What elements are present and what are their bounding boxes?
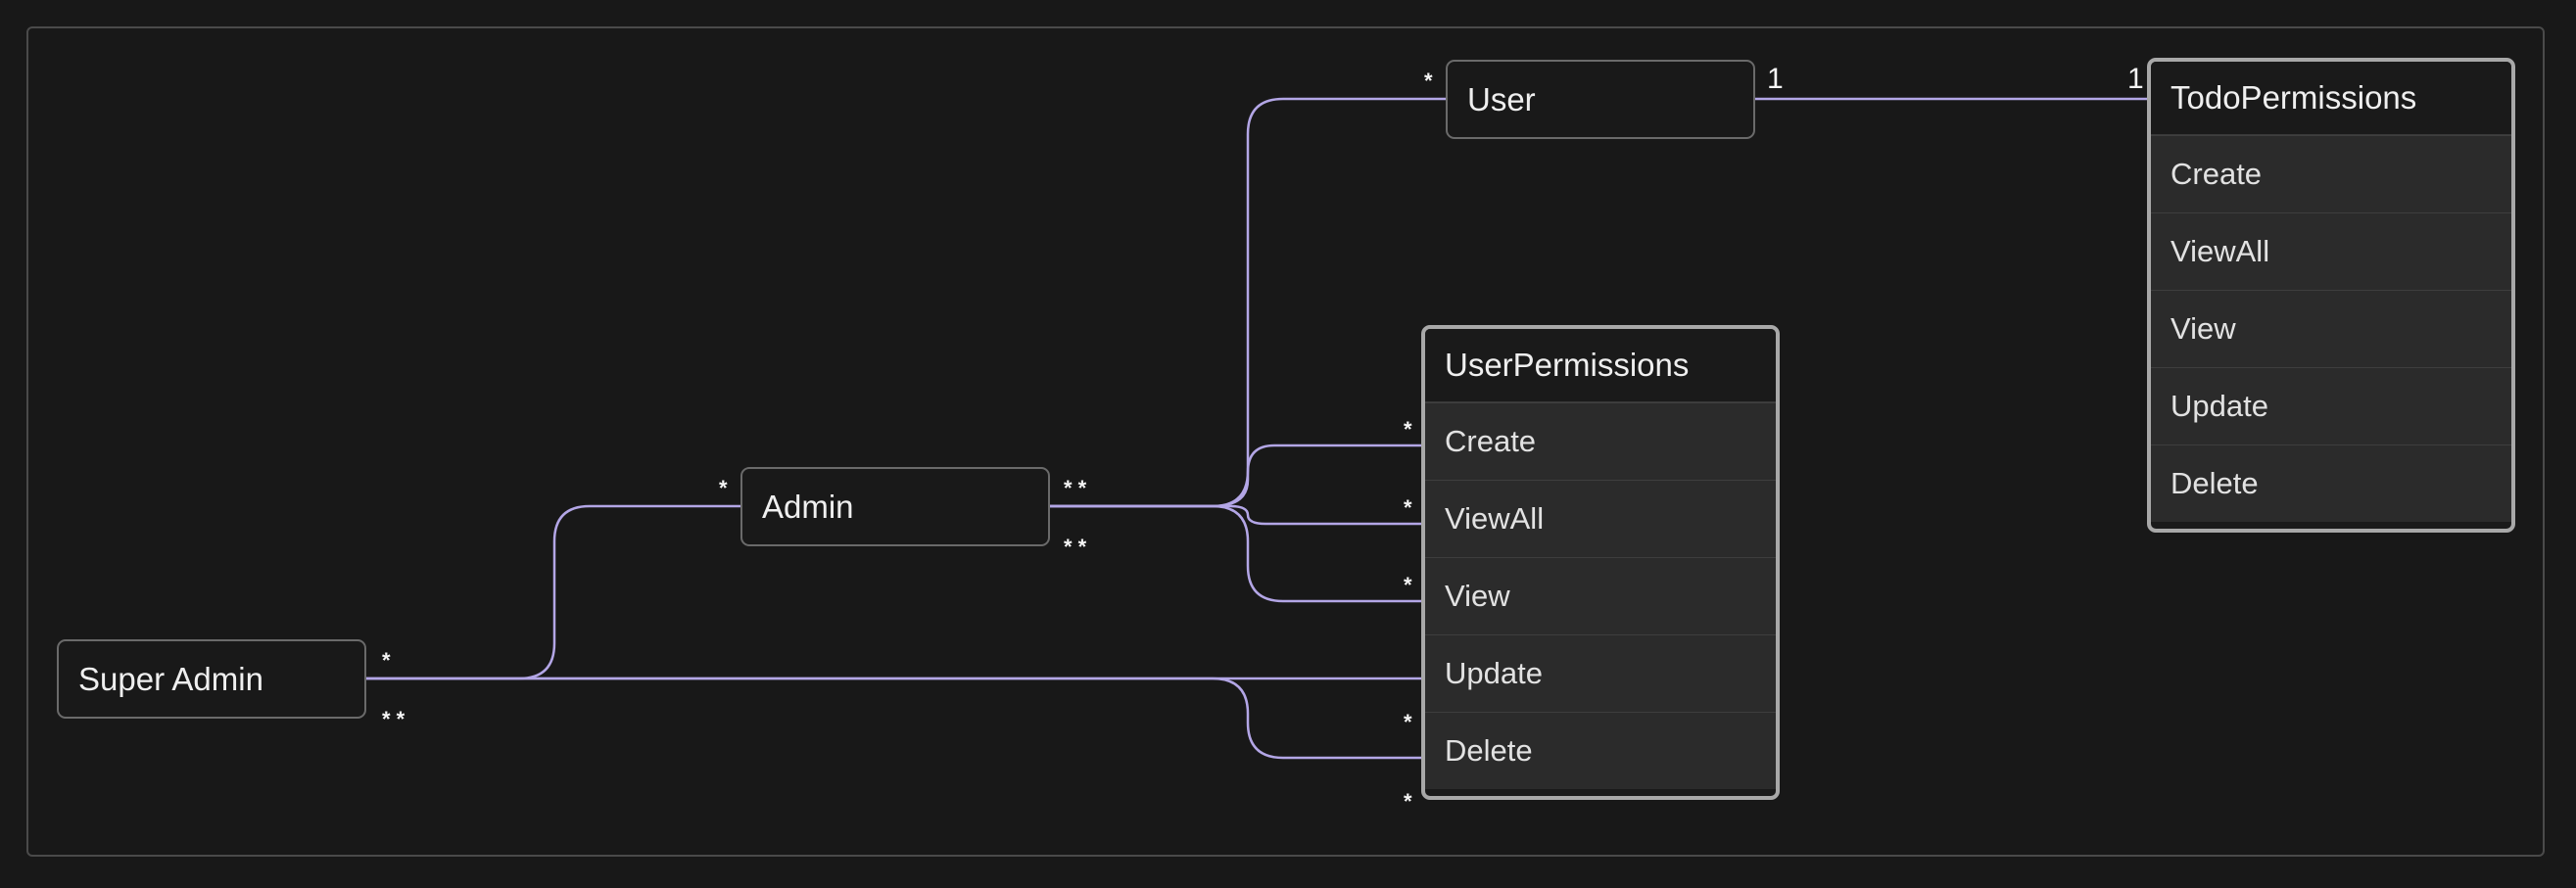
user-permissions-row-view[interactable]: View [1425, 557, 1776, 634]
mult-admin-pair-bottom: * * [1064, 535, 1087, 559]
node-user[interactable]: User [1446, 60, 1755, 139]
mult-user-source: 1 [1767, 63, 1784, 95]
node-super-admin-label: Super Admin [78, 660, 263, 697]
mult-viewall-target: * [1404, 495, 1412, 520]
user-permissions-row-delete[interactable]: Delete [1425, 712, 1776, 789]
todo-permissions-row-viewall[interactable]: ViewAll [2151, 212, 2511, 290]
table-todo-permissions-title: TodoPermissions [2151, 62, 2511, 135]
table-user-permissions[interactable]: UserPermissions Create ViewAll View Upda… [1421, 325, 1780, 800]
node-super-admin[interactable]: Super Admin [57, 639, 366, 719]
node-admin-label: Admin [762, 488, 854, 525]
node-user-label: User [1467, 80, 1536, 117]
todo-permissions-row-update[interactable]: Update [2151, 367, 2511, 444]
mult-delete-target: * [1404, 789, 1412, 814]
mult-create-target: * [1404, 417, 1412, 442]
edge-superadmin-admin [358, 504, 747, 680]
table-todo-permissions[interactable]: TodoPermissions Create ViewAll View Upda… [2147, 58, 2515, 533]
diagram-canvas [26, 26, 2545, 857]
user-permissions-row-update[interactable]: Update [1425, 634, 1776, 712]
mult-admin-pair-top: * * [1064, 476, 1087, 500]
user-permissions-row-create[interactable]: Create [1425, 402, 1776, 480]
mult-todopermissions-target: 1 [2127, 63, 2144, 95]
todo-permissions-row-view[interactable]: View [2151, 290, 2511, 367]
user-permissions-row-viewall[interactable]: ViewAll [1425, 480, 1776, 557]
edge-admin-create [1042, 444, 1422, 508]
edge-admin-view [1042, 504, 1422, 603]
mult-view-target: * [1404, 573, 1412, 597]
table-user-permissions-title: UserPermissions [1425, 329, 1776, 402]
edge-superadmin-delete [358, 677, 1422, 760]
mult-superadmin-pair: * * [382, 707, 405, 731]
node-admin[interactable]: Admin [740, 467, 1050, 546]
edge-admin-viewall [1042, 504, 1422, 526]
mult-update-target: * [1404, 710, 1412, 734]
todo-permissions-row-create[interactable]: Create [2151, 135, 2511, 212]
mult-user-target: * [1424, 69, 1433, 93]
mult-superadmin-admin-source: * [382, 648, 391, 673]
todo-permissions-row-delete[interactable]: Delete [2151, 444, 2511, 522]
mult-admin-target: * [719, 476, 728, 500]
